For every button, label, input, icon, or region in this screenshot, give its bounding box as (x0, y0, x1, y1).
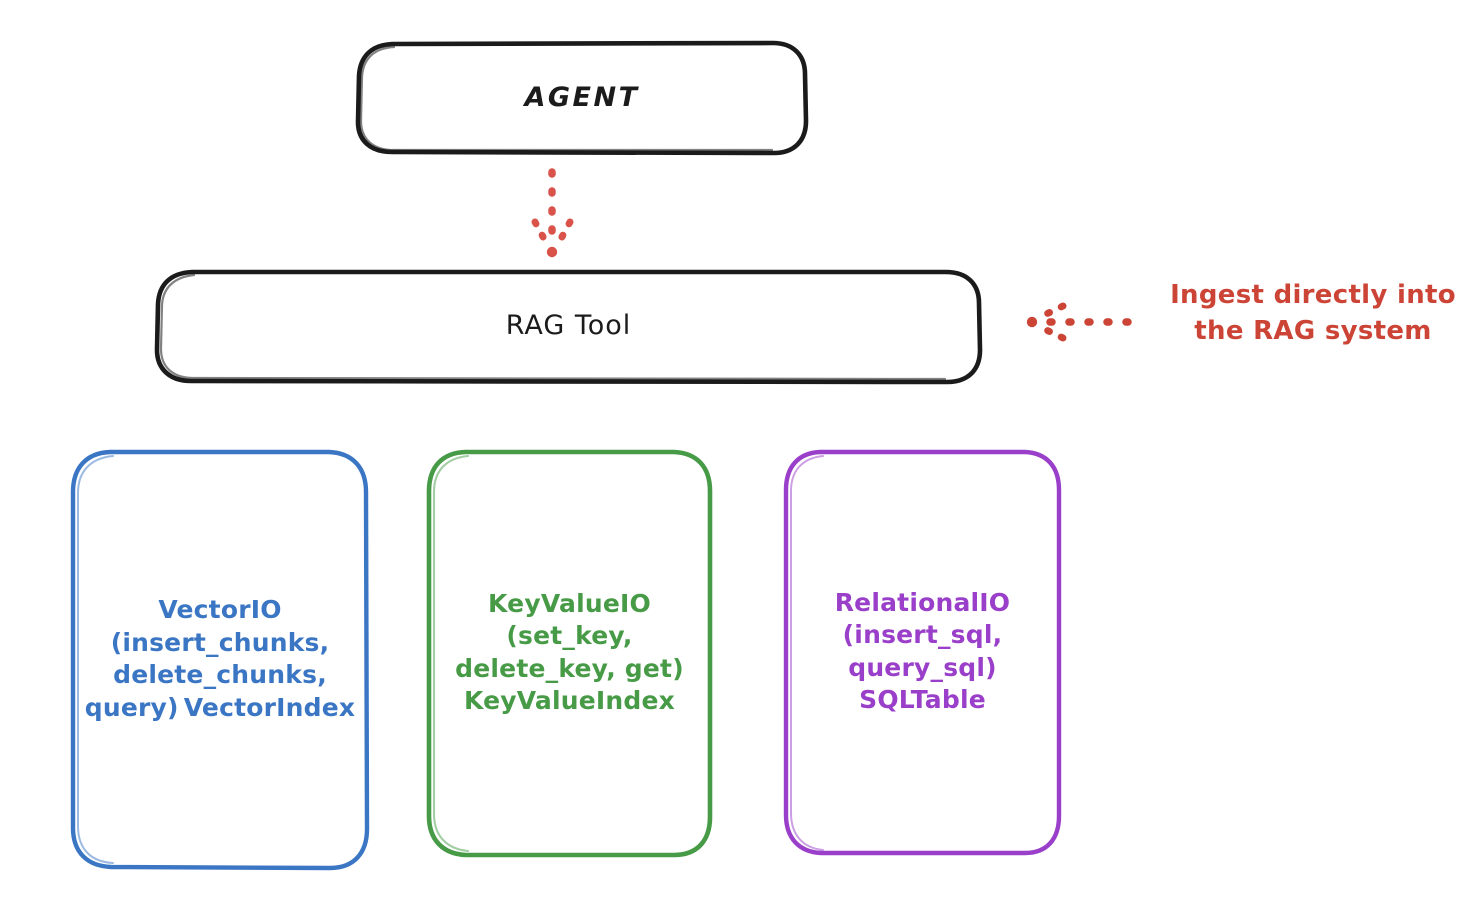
key-value-io-text-block: KeyValueIO (set_key, delete_key, get) Ke… (428, 588, 711, 718)
vector-io-secondary-label: VectorIndex (183, 692, 356, 722)
relational-io-label: RelationalIO (insert_sql, query_sql) (834, 587, 1011, 682)
vector-io-text-block: VectorIO (insert_chunks, delete_chunks, … (85, 594, 356, 724)
key-value-io-node[interactable]: KeyValueIO (set_key, delete_key, get) Ke… (428, 450, 711, 855)
relational-io-secondary-label: SQLTable (859, 685, 986, 714)
ingest-pointer-arrow (1026, 302, 1132, 342)
agent-node-label: AGENT (524, 82, 640, 114)
agent-node[interactable]: AGENT (358, 42, 806, 154)
key-value-io-label: KeyValueIO (set_key, delete_key, get) (455, 588, 684, 683)
ingest-annotation-text: Ingest directly into the RAG system (1170, 280, 1456, 346)
vector-io-node[interactable]: VectorIO (insert_chunks, delete_chunks, … (72, 450, 368, 868)
rag-tool-node-label: RAG Tool (505, 310, 632, 342)
vector-io-label: VectorIO (insert_chunks, delete_chunks, … (84, 595, 330, 722)
rag-tool-node[interactable]: RAG Tool (157, 270, 980, 382)
relational-io-node[interactable]: RelationalIO (insert_sql, query_sql) SQL… (785, 450, 1060, 853)
relational-io-text-block: RelationalIO (insert_sql, query_sql) SQL… (785, 587, 1060, 717)
agent-to-rag-tool-arrow (531, 168, 574, 258)
key-value-io-secondary-label: KeyValueIndex (463, 686, 676, 715)
